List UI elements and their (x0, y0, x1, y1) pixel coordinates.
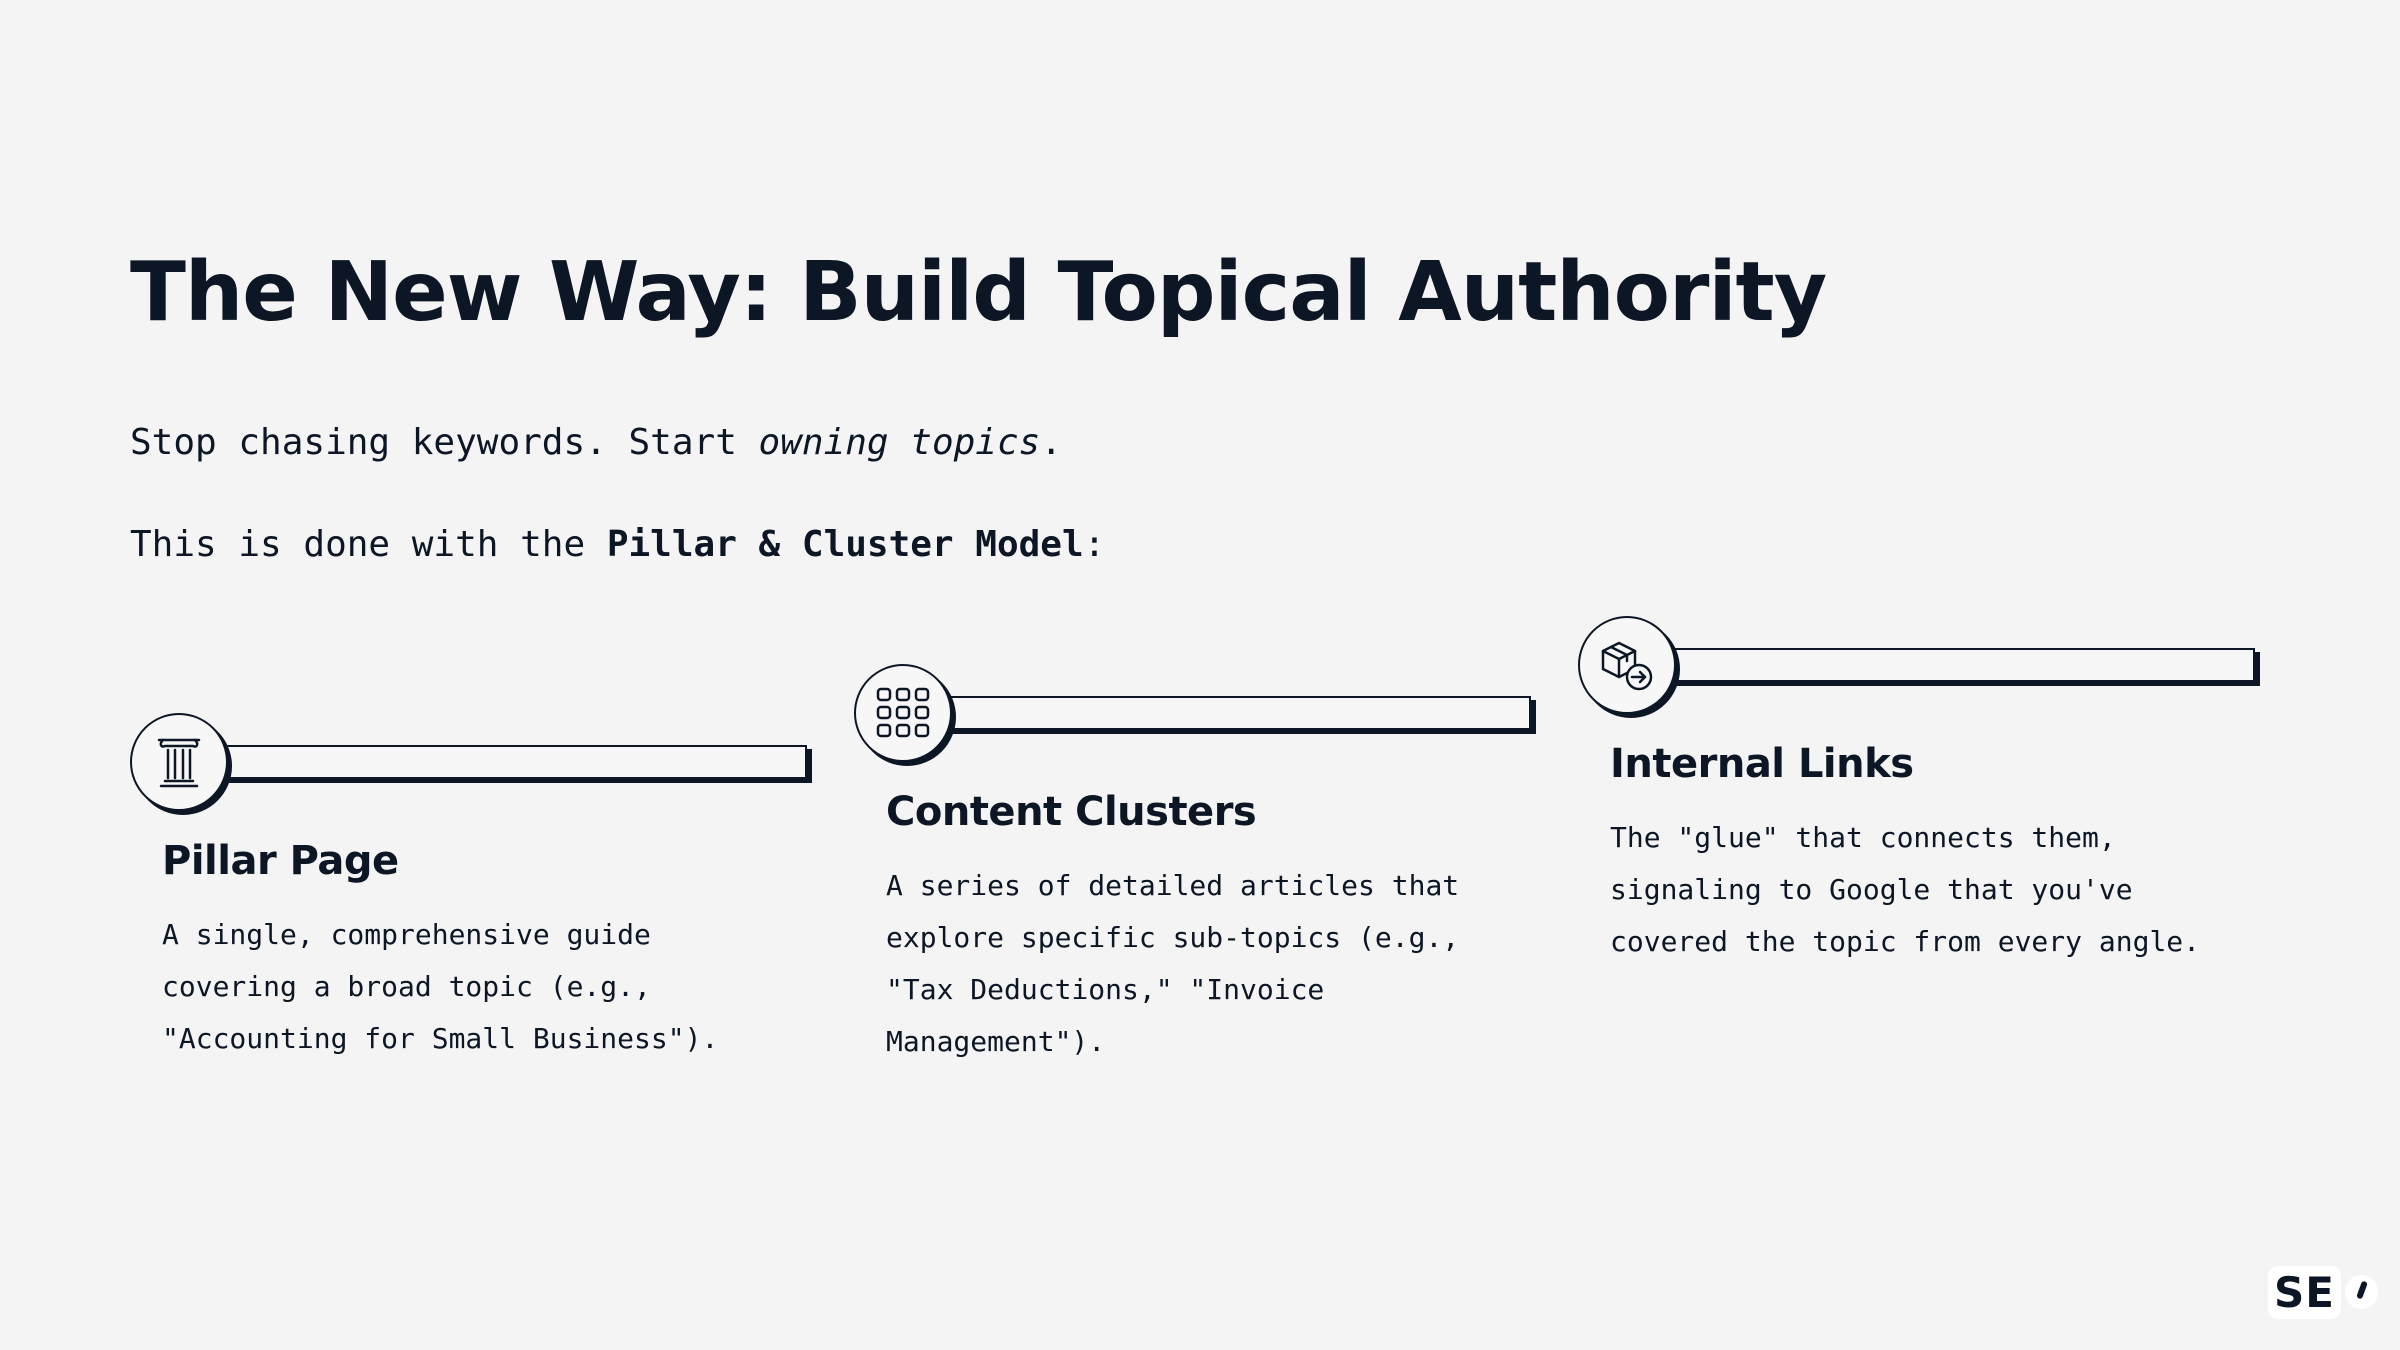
step-pillar-page: Pillar Page A single, comprehensive guid… (130, 713, 830, 1133)
logo-mark-icon (2344, 1275, 2378, 1309)
step-heading: Internal Links (1610, 741, 1914, 787)
step-content-clusters: Content Clusters A series of detailed ar… (854, 664, 1554, 1084)
step-description: The "glue" that connects them, signaling… (1610, 821, 2201, 958)
intro-line-2: This is done with the Pillar & Cluster M… (130, 520, 1105, 570)
step-internal-links: Internal Links The "glue" that connects … (1578, 616, 2278, 1036)
intro-line-2-suffix: : (1083, 524, 1106, 565)
step-bar (1658, 648, 2255, 682)
step-bar (210, 745, 807, 779)
page-title: The New Way: Build Topical Authority (130, 245, 1827, 340)
intro-line-2-prefix: This is done with the (130, 524, 607, 565)
step-description: A series of detailed articles that explo… (886, 869, 1460, 1058)
intro-line-1-prefix: Stop chasing keywords. Start (130, 422, 759, 463)
box-link-icon (1599, 637, 1655, 693)
step-icon-circle (1578, 616, 1676, 714)
step-description: A single, comprehensive guide covering a… (162, 918, 719, 1055)
intro-line-1-emphasis: owning topics (758, 422, 1041, 463)
intro-line-1-suffix: . (1040, 422, 1062, 463)
step-icon-circle (130, 713, 228, 811)
pillar-icon (153, 734, 205, 790)
step-icon-circle (854, 664, 952, 762)
brand-logo: SE (2268, 1262, 2378, 1322)
logo-text: SE (2268, 1265, 2341, 1319)
step-heading: Pillar Page (162, 838, 399, 884)
step-heading: Content Clusters (886, 789, 1257, 835)
intro-line-2-model-name: Pillar & Cluster Model (606, 524, 1084, 565)
grid-icon (876, 687, 930, 739)
intro-line-1: Stop chasing keywords. Start owning topi… (130, 418, 1062, 468)
step-bar (934, 696, 1531, 730)
